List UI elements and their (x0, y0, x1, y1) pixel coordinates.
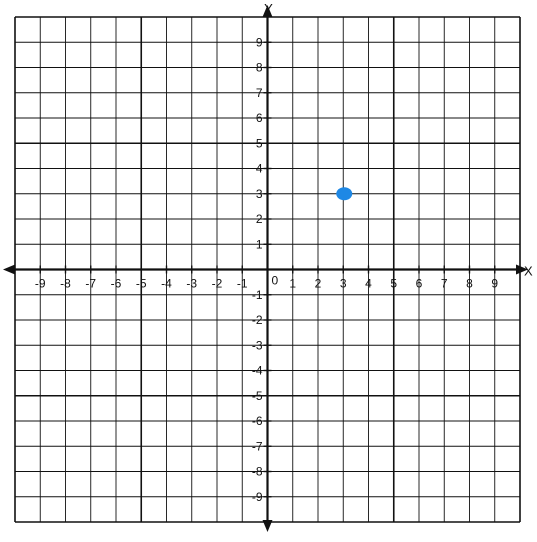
x-tick-label: 3 (340, 277, 347, 291)
x-tick-label: 4 (365, 277, 372, 291)
x-axis-label: X (524, 264, 533, 279)
y-tick-label: -3 (252, 338, 263, 352)
y-tick-label: 6 (256, 111, 263, 125)
y-tick-label: -4 (252, 364, 263, 378)
x-tick-label: -7 (85, 277, 96, 291)
x-axis-arrow-left (3, 264, 15, 275)
y-tick-label: 7 (256, 86, 263, 100)
y-axis-label: Y (264, 1, 273, 16)
y-tick-label: 8 (256, 61, 263, 75)
data-points (336, 187, 353, 201)
y-tick-label: 1 (256, 237, 263, 251)
x-tick-label: 2 (315, 277, 322, 291)
y-axis-arrow-down (262, 520, 273, 532)
y-tick-label: 3 (256, 187, 263, 201)
x-tick-label: -6 (111, 277, 122, 291)
origin-label: 0 (272, 274, 279, 288)
x-tick-label: -3 (186, 277, 197, 291)
y-tick-label: 2 (256, 212, 263, 226)
tick-labels: -9 -8 -7 -6 -5 -4 -3 -2 -1 1 2 3 4 5 6 7 8 9 9 8 7 6 5 4 3 2 1 -1 -2… (35, 35, 498, 504)
x-axis-arrow-right (516, 264, 528, 275)
y-tick-label: -1 (252, 288, 263, 302)
x-tick-label: 1 (289, 277, 296, 291)
x-tick-label: -4 (161, 277, 172, 291)
x-tick-label: -5 (136, 277, 147, 291)
y-tick-label: -7 (252, 439, 263, 453)
x-tick-label: -1 (237, 277, 248, 291)
x-tick-label: -8 (60, 277, 71, 291)
x-tick-label: -9 (35, 277, 46, 291)
y-tick-label: 5 (256, 136, 263, 150)
x-tick-label: 6 (416, 277, 423, 291)
y-tick-label: -2 (252, 313, 263, 327)
y-tick-label: -8 (252, 465, 263, 479)
x-tick-label: 5 (390, 277, 397, 291)
y-tick-label: -9 (252, 490, 263, 504)
x-tick-label: 8 (466, 277, 473, 291)
y-tick-label: 9 (256, 35, 263, 49)
x-tick-label: 7 (441, 277, 448, 291)
x-tick-label: -2 (212, 277, 223, 291)
y-tick-label: -6 (252, 414, 263, 428)
data-point (336, 187, 353, 201)
y-axis-arrow-up (262, 5, 273, 17)
x-tick-label: 9 (491, 277, 498, 291)
axes (3, 5, 528, 532)
y-tick-label: 4 (256, 162, 263, 176)
y-tick-label: -5 (252, 389, 263, 403)
